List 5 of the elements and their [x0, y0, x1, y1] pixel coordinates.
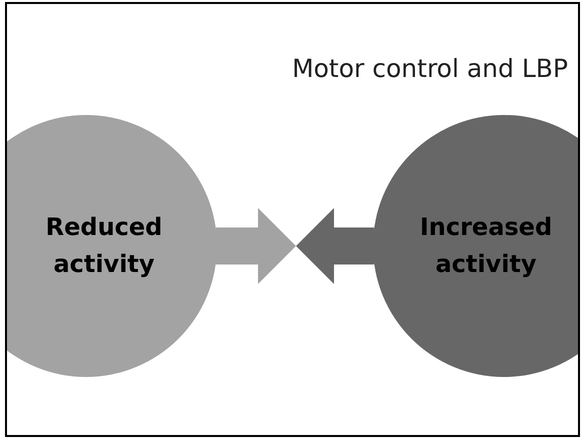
block-arrow [216, 208, 296, 284]
circle-label: Increased activity [418, 212, 554, 280]
circle-label: Reduced activity [44, 212, 164, 280]
block-arrow [296, 208, 374, 284]
slide-title: Motor control and LBP [292, 54, 568, 83]
